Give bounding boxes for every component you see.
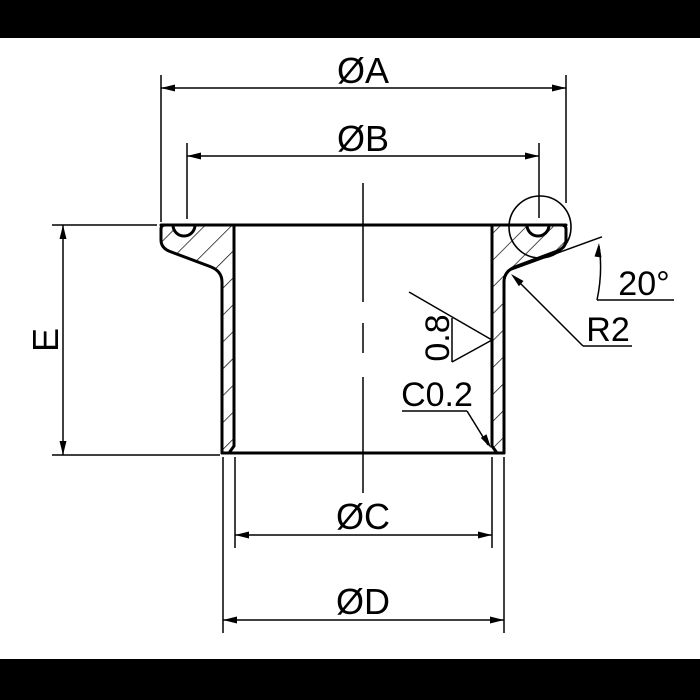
radius-leader-line — [512, 275, 584, 347]
dia-c-arrow-right — [478, 531, 492, 539]
dia-b-arrow-right — [525, 152, 539, 160]
roughness-short-arm — [451, 339, 493, 363]
dimension-dia-d: ØD — [222, 457, 505, 633]
dim-label-dia-c: ØC — [336, 496, 390, 537]
e-arrow-bottom — [59, 441, 67, 455]
dia-d-arrow-left — [223, 616, 237, 624]
radius-arrow — [511, 274, 524, 287]
dia-d-arrow-right — [490, 616, 504, 624]
left-section-hatched — [159, 223, 236, 455]
e-arrow-top — [59, 225, 67, 239]
radius-callout: R2 — [511, 274, 632, 349]
roughness-long-arm — [408, 291, 493, 341]
right-section-hatched — [490, 223, 568, 455]
detail-circle — [508, 195, 572, 259]
dia-a-arrow-left — [161, 84, 175, 92]
dim-label-dia-d: ØD — [336, 581, 390, 622]
dia-c-arrow-left — [235, 531, 249, 539]
dim-label-e: E — [25, 328, 66, 352]
dim-label-dia-a: ØA — [337, 50, 389, 91]
chamfer-callout: C0.2 — [401, 376, 491, 448]
chamfer-arrow — [480, 434, 491, 448]
chamfer-label: C0.2 — [401, 376, 473, 414]
roughness-label: 0.8 — [419, 314, 457, 361]
dia-a-arrow-right — [552, 84, 566, 92]
part-section — [159, 183, 568, 493]
dimension-dia-c: ØC — [234, 457, 493, 548]
letterbox-bottom — [0, 659, 700, 700]
dia-b-arrow-left — [187, 152, 201, 160]
dimension-dia-a: ØA — [160, 50, 567, 222]
angle-arrow — [594, 243, 602, 258]
radius-label: R2 — [586, 311, 629, 349]
dimension-e: E — [25, 224, 220, 456]
surface-roughness-symbol: 0.8 — [408, 291, 493, 363]
dimension-dia-b: ØB — [186, 118, 540, 219]
dim-label-dia-b: ØB — [337, 118, 389, 159]
angle-label: 20° — [618, 265, 669, 303]
letterbox-top — [0, 0, 700, 38]
